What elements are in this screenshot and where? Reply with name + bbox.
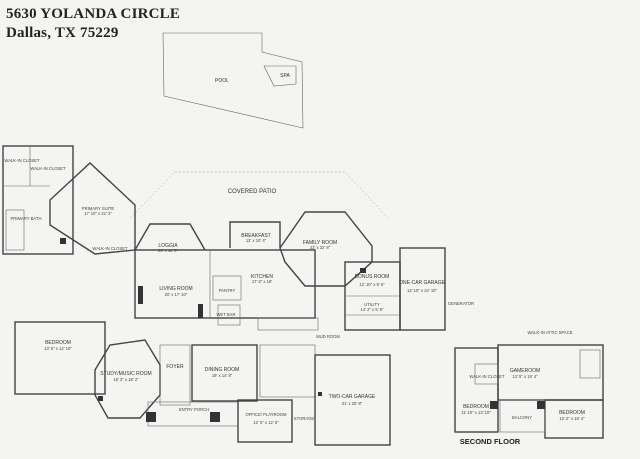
dining-room-dim: 19' x 14' 8" xyxy=(212,373,233,378)
one-car-garage-dim: 12' 10" x 24' 10" xyxy=(407,288,437,293)
spa-outline xyxy=(263,65,297,87)
spa-label: SPA xyxy=(280,73,290,79)
walk-in-closet-3-label: WALK-IN CLOSET xyxy=(92,246,128,251)
walk-in-closet-2f-label: WALK-IN CLOSET xyxy=(469,374,505,379)
bedroom-2f-right-label: BEDROOM xyxy=(559,410,585,416)
loggia-dim: 20' x 11' 8" xyxy=(158,248,179,253)
breakfast-dim: 12' x 10' 4" xyxy=(246,238,267,243)
bedroom-2f-right-dim: 12' 2" x 18' 4" xyxy=(559,416,585,421)
gameroom-dim: 13' 5" x 18' 4" xyxy=(512,374,538,379)
address-line-2: Dallas, TX 75229 xyxy=(6,25,119,41)
column-block-2f-1 xyxy=(490,401,498,409)
pool-area: POOL SPA xyxy=(162,32,304,129)
storage-label: STORAGE xyxy=(294,416,315,421)
bedroom-label: BEDROOM xyxy=(45,340,71,346)
foyer-label: FOYER xyxy=(166,364,184,370)
utility-dim: 14' 2" x 5' 8" xyxy=(361,307,384,312)
office-label: OFFICE/ PLAYROOM xyxy=(245,412,287,417)
gameroom-label: GAMEROOM xyxy=(510,368,540,374)
pool-outline xyxy=(162,32,304,129)
bedroom-2f-left-dim: 11' 10" x 13' 10" xyxy=(461,410,491,415)
family-room-dim: 23' x 22' 8" xyxy=(310,245,331,250)
walk-in-closet-2-label: WALK-IN CLOSET xyxy=(30,166,66,171)
bedroom-2f-left-label: BEDROOM xyxy=(463,404,489,410)
bedroom-dim: 13' 6" x 12' 10" xyxy=(44,346,72,351)
pool-label: POOL xyxy=(215,78,229,84)
balcony-label: BALCONY xyxy=(512,415,532,420)
second-floor-title: SECOND FLOOR xyxy=(460,437,521,446)
study-label: STUDY/MUSIC ROOM xyxy=(100,371,151,377)
primary-bath-label: PRIMARY BATH xyxy=(11,216,42,221)
covered-patio-outline xyxy=(129,171,389,219)
address-line-1: 5630 YOLANDA CIRCLE xyxy=(6,6,181,22)
loggia-label: LOGGIA xyxy=(158,243,178,249)
primary-suite-dim: 17' 10" x 21' 2" xyxy=(84,211,112,216)
walk-in-closet-1-label: WALK-IN CLOSET xyxy=(4,158,40,163)
family-room-label: FAMILY ROOM xyxy=(303,240,337,246)
primary-suite-label: PRIMARY SUITE xyxy=(82,206,115,211)
living-room-dim: 20' x 17' 10" xyxy=(165,292,188,297)
pantry-label: PANTRY xyxy=(219,288,236,293)
two-car-garage-label: TWO-CAR GARAGE xyxy=(329,394,376,400)
kitchen-label: KITCHEN xyxy=(251,274,273,280)
one-car-garage-label: ONE-CAR GARAGE xyxy=(399,280,446,286)
breakfast-label: BREAKFAST xyxy=(241,233,270,239)
attic-label: WALK-IN ATTIC SPACE xyxy=(527,330,572,335)
bonus-room-dim: 12' 10" x 9' 5" xyxy=(359,282,385,287)
mud-room-label: MUD ROOM xyxy=(316,334,340,339)
two-car-garage-dim: 21' x 20' 8" xyxy=(342,401,363,406)
kitchen-dim: 17' 5" x 18' xyxy=(252,279,273,284)
generator-label: GENERATOR xyxy=(448,301,474,306)
study-dim: 18' 2" x 18' 2" xyxy=(113,377,139,382)
living-room-label: LIVING ROOM xyxy=(159,286,192,292)
utility-label: UTILITY xyxy=(364,302,380,307)
dining-room-label: DINING ROOM xyxy=(205,367,239,373)
covered-patio-label: COVERED PATIO xyxy=(228,189,277,195)
entry-porch-label: ENTRY PORCH xyxy=(179,407,209,412)
first-floor-walls xyxy=(2,145,446,446)
column-block-2f-2 xyxy=(537,401,545,409)
bonus-room-label: BONUS ROOM xyxy=(355,274,390,280)
second-floor-walls xyxy=(454,344,604,439)
column-blocks xyxy=(60,238,366,422)
office-dim: 12' 5" x 12' 5" xyxy=(253,420,279,425)
wet-bar-label: WET BAR xyxy=(216,312,235,317)
